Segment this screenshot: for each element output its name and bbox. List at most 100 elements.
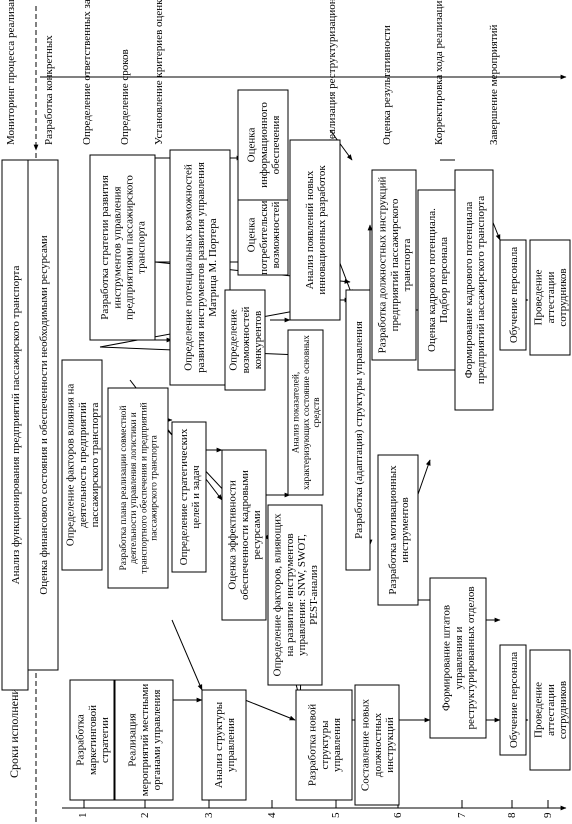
box-frame [89,154,156,341]
box-label: Оценкапотребительскихвозможностей [246,195,282,275]
tick-label: 3 [203,812,215,818]
tick-label: 6 [392,812,404,818]
box-label: Определениевозможностейконкурентов [228,307,264,374]
box-frame [377,454,419,606]
stage-label: Разработка конкретных [43,35,55,145]
box-frame [27,159,59,671]
box-frame [289,139,341,321]
box-frame [114,679,174,801]
stage-label: Оценка результативности [381,25,393,145]
box-label: Анализ появлений новыхинновационных разр… [304,165,328,295]
box-marketing: Разработкамаркетинговойстратегии [69,679,115,801]
box-label: Определение факторов влияния надеятельно… [65,384,101,547]
box-info: Оценкаинформационногообеспечения [237,89,289,201]
stage-label: Мониторинг процесса реализации [5,0,17,145]
box-label: Определение стратегическихцелей и задач [178,428,202,565]
box-label: Оценка финансового состояния и обеспечен… [38,235,50,595]
box-frame [267,504,323,686]
box-innovations: Анализ появлений новыхинновационных разр… [289,139,341,321]
stage-label: Завершение мероприятий [488,24,500,145]
box-label: Проведениеаттестациисотрудников [533,681,569,739]
tick-label: 1 [77,813,89,819]
box-staff-eval: Оценка кадрового потенциала.Подбор персо… [417,189,457,371]
tick-label: 8 [506,812,518,818]
box-frame [224,289,266,391]
box-frame [171,421,207,573]
box-label: Анализ показателей,характеризующих состо… [291,335,323,490]
box-label: Определение потенциальных возможностейра… [183,162,219,373]
box-adaptation: Разработка (адаптация) структуры управле… [345,289,371,571]
box-label: Определение факторов, влияющихна развити… [272,513,320,676]
box-strategy: Разработка стратегии развитияинструменто… [89,154,156,341]
box-frame [499,644,527,756]
box-hr-form: Формирование кадрового потенциалапредпри… [454,169,494,411]
box-label: Анализ структурыуправления [213,701,237,788]
box-frame [529,649,571,771]
stage-label: Установление критериев оценки результати… [153,0,165,145]
box-label: Разработка (адаптация) структуры управле… [353,321,365,539]
box-analysis: Анализ функционирования предприятий пасс… [1,159,29,691]
box-frame [345,289,371,571]
box-frame [287,329,324,496]
box-frame [69,679,115,801]
box-label: Реализациямероприятий местнымиорганами у… [127,684,163,797]
box-label: Разработка стратегии развитияинструменто… [99,175,147,320]
stage-label: Определение ответственных за реализацию … [81,0,93,145]
boxes: Анализ функционирования предприятий пасс… [1,89,571,806]
axis-ticks: 1 2 3 4 5 6 7 8 9 [77,812,554,818]
box-frame [221,449,267,621]
box-label: Формирование штатовуправления иреструкту… [441,586,477,729]
box-frame [169,149,231,386]
box-frame [454,169,494,411]
box-competitors: Определениевозможностейконкурентов [224,289,266,391]
box-frame [371,169,417,361]
box-frame [429,577,487,739]
box-goals: Определение стратегическихцелей и задач [171,421,207,573]
box-frame [354,684,400,806]
box-frame [295,689,353,801]
box-frame [237,194,289,276]
box-frame [201,689,247,801]
box-label: Обучение персонала [508,652,520,748]
box-frame [1,159,29,691]
box-label: Проведениеаттестациисотрудников [533,268,569,326]
tick-label: 7 [456,812,468,818]
box-label: Составление новыхдолжностныхинструкций [360,698,396,791]
stage-label: Реализация реструктуризационных мероприя… [326,0,338,145]
box-label: Разработка должностных инструкцийпредпри… [377,177,413,354]
box-staffing: Формирование штатовуправления иреструкту… [429,577,487,739]
box-consumer: Оценкапотребительскихвозможностей [237,194,289,276]
tick-label: 4 [266,812,278,818]
stage-label: Определение сроков [119,49,131,145]
box-frame [417,189,457,371]
box-assets: Анализ показателей,характеризующих состо… [287,329,324,496]
box-finance: Оценка финансового состояния и обеспечен… [27,159,59,671]
box-frame [529,239,571,356]
tick-label: 9 [542,812,554,818]
box-motivation: Разработка мотивационныхинструментов [377,454,419,606]
box-measures: Реализациямероприятий местнымиорганами у… [114,679,174,801]
box-label: Оценкаинформационногообеспечения [246,102,282,188]
box-frame [107,387,169,589]
box-factors-influence: Определение факторов влияния надеятельно… [61,359,103,571]
box-label: Разработка новойструктурыуправления [307,704,343,786]
box-label: Разработка плана реализации совместнойде… [118,402,160,573]
box-attestation-bottom: Проведениеаттестациисотрудников [529,649,571,771]
box-frame [61,359,103,571]
box-label: Обучение персонала [508,247,520,343]
box-frame [499,239,527,351]
box-new-structure: Разработка новойструктурыуправления [295,689,353,801]
box-frame [237,89,289,201]
box-label: Разработка мотивационныхинструментов [387,465,411,595]
box-structure-analysis: Анализ структурыуправления [201,689,247,801]
box-label: Оценка эффективностиобеспеченности кадро… [227,470,263,600]
tick-label: 2 [139,813,151,819]
box-label: Анализ функционирования предприятий пасс… [10,266,22,585]
stage-label: Корректировка хода реализации [433,0,445,145]
box-instructions: Разработка должностных инструкцийпредпри… [371,169,417,361]
box-hr-eval: Оценка эффективностиобеспеченности кадро… [221,449,267,621]
box-factors-tools: Определение факторов, влияющихна развити… [267,504,323,686]
box-potential: Определение потенциальных возможностейра… [169,149,231,386]
tick-label: 5 [330,812,342,818]
